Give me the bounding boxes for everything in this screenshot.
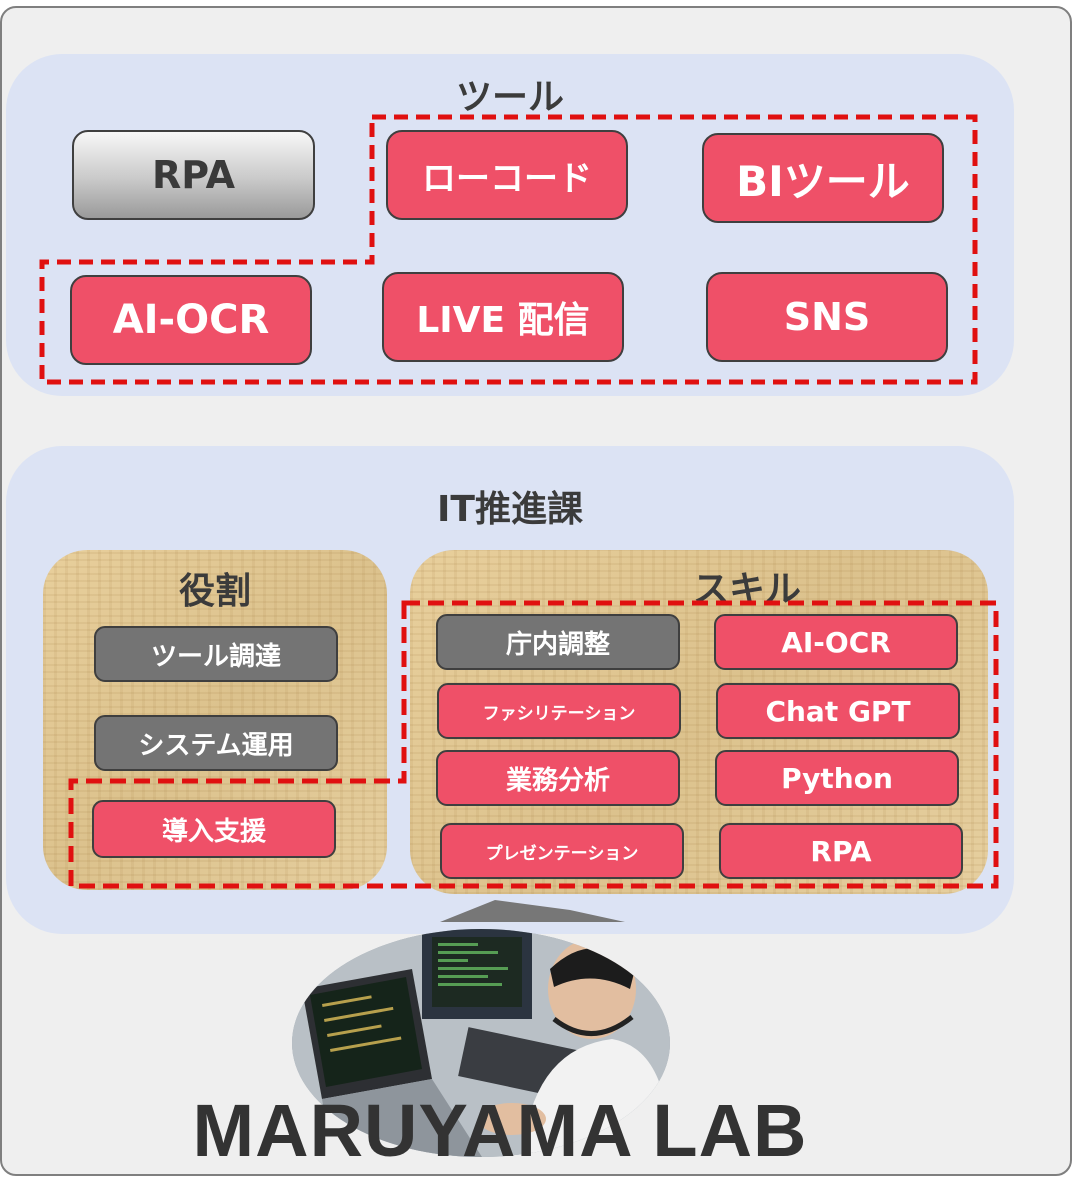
role-introduction-support: 導入支援: [92, 800, 336, 858]
tool-rpa: RPA: [72, 130, 315, 220]
skill-rpa: RPA: [719, 823, 963, 879]
skill-business-analysis: 業務分析: [436, 750, 680, 806]
roles-title: 役割: [178, 571, 251, 612]
brand-logo: MARUYAMA LAB: [192, 1089, 808, 1172]
skill-facilitation: ファシリテーション: [437, 683, 681, 739]
tool-low-code: ローコード: [386, 130, 628, 220]
tool-live: LIVE 配信: [382, 272, 624, 362]
skill-ai-ocr: AI-OCR: [714, 614, 958, 670]
tool-bi: BIツール: [702, 133, 944, 223]
tool-ai-ocr: AI-OCR: [70, 275, 312, 365]
skill-internal-coordination: 庁内調整: [436, 614, 680, 670]
developer-photo: [292, 929, 670, 1157]
skill-chat-gpt: Chat GPT: [716, 683, 960, 739]
it-title: IT推進課: [437, 489, 583, 530]
skill-presentation: プレゼンテーション: [440, 823, 684, 879]
skills-title: スキル: [692, 569, 801, 610]
role-tool-procurement: ツール調達: [94, 626, 338, 682]
skill-python: Python: [715, 750, 959, 806]
tool-sns: SNS: [706, 272, 948, 362]
tools-title: ツール: [455, 77, 564, 118]
role-system-operation: システム運用: [94, 715, 338, 771]
